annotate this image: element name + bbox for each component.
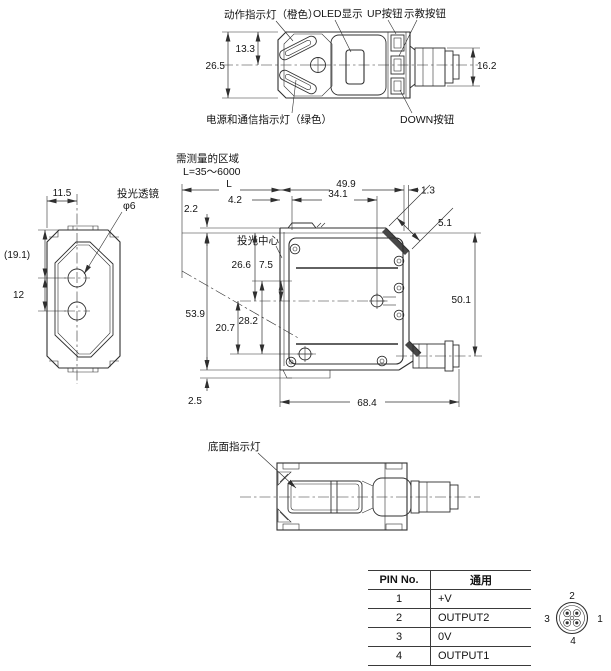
bottom-indicator-label: 底面指示灯	[208, 440, 261, 453]
pin-label-4: 4	[570, 636, 576, 647]
pin-table: PIN No. 通用 1 +V 2 OUTPUT2 3 0V 4 OUTPUT1	[368, 570, 531, 666]
dim-13-3: 13.3	[236, 44, 256, 55]
teach-button[interactable]	[390, 55, 405, 75]
power-indicator-lens	[279, 69, 317, 95]
side-view-dimensions: L 49.9 1.3 4.2 34.1 2.2 投光中心 26.6 7.5	[182, 179, 478, 409]
top-chamfer	[382, 228, 409, 255]
table-row: 4 OUTPUT1	[368, 647, 531, 666]
top-view-connector	[409, 45, 460, 89]
lens-label: 投光透镜	[117, 187, 159, 200]
pin-label-3: 3	[544, 614, 550, 625]
side-panel	[288, 237, 404, 365]
down-button[interactable]	[390, 77, 405, 95]
table-row: 3 0V	[368, 628, 531, 647]
front-view-callouts: 投光透镜 φ6	[83, 187, 159, 275]
dim-16-2: 16.2	[477, 61, 497, 72]
pin-function: OUTPUT2	[438, 612, 490, 624]
dim-7-5: 7.5	[259, 260, 273, 271]
pin-label-2: 2	[569, 591, 575, 602]
side-view: 需测量的区域 L=35～6000	[176, 152, 482, 409]
dim-34-1: 34.1	[328, 189, 348, 200]
dim-49-9: 49.9	[336, 179, 356, 190]
dim-50-1: 50.1	[452, 295, 472, 306]
pin-number: 2	[368, 609, 431, 627]
up-button[interactable]	[390, 34, 405, 52]
dim-4-2: 4.2	[228, 195, 242, 206]
dim-28-2: 28.2	[239, 316, 259, 327]
bottom-view-body	[276, 462, 408, 531]
dim-19-1: (19.1)	[4, 250, 30, 261]
bottom-view-connector	[372, 477, 459, 517]
top-view-dimensions: 26.5 13.3 16.2	[206, 31, 497, 99]
dim-11-5: 11.5	[53, 188, 72, 199]
power-indicator-label: 电源和通信指示灯（绿色）	[206, 113, 332, 126]
pin-function: 0V	[438, 631, 452, 643]
operation-indicator-label: 动作指示灯（橙色）	[224, 8, 319, 21]
pin-table-header-use: 通用	[470, 575, 492, 587]
pin-label-1: 1	[597, 614, 603, 625]
mounting-hole-icon	[297, 293, 396, 362]
lens-diameter-label: φ6	[123, 200, 136, 212]
front-view-dimensions: 11.5 (19.1) 12	[4, 188, 77, 312]
table-row: 1 +V	[368, 590, 531, 609]
side-view-body	[279, 222, 460, 379]
top-view-callouts: 动作指示灯（橙色） OLED显示 UP按钮 示教按钮 电源和通信指示灯（绿色） …	[206, 7, 455, 126]
pin-function: OUTPUT1	[438, 650, 490, 662]
emission-center-label: 投光中心	[237, 234, 279, 247]
operation-indicator-lens	[279, 35, 317, 61]
dim-26-5: 26.5	[206, 61, 226, 72]
dim-53-9: 53.9	[186, 309, 206, 320]
pin-table-header-pin: PIN No.	[368, 571, 431, 589]
side-view-connector	[412, 340, 460, 372]
dim-12: 12	[13, 290, 25, 301]
oled-label: OLED显示	[313, 8, 363, 20]
pin-number: 1	[368, 590, 431, 608]
dim-68-4: 68.4	[357, 398, 377, 409]
measuring-area-title: 需测量的区域	[176, 152, 239, 165]
bottom-view: 底面指示灯	[208, 440, 480, 531]
dim-L: L	[226, 179, 232, 190]
top-screw-icon	[310, 57, 326, 73]
connector-pin-icon	[563, 609, 581, 627]
pin-function: +V	[438, 593, 452, 605]
teach-button-label: 示教按钮	[404, 7, 446, 20]
dim-20-7: 20.7	[216, 323, 236, 334]
pin-table-header: PIN No. 通用	[368, 570, 531, 590]
dim-26-6: 26.6	[232, 260, 252, 271]
dim-2-2: 2.2	[184, 204, 198, 215]
top-face-plate	[330, 34, 387, 96]
front-view: 11.5 (19.1) 12 投光透镜 φ6	[4, 187, 159, 384]
pin-number: 3	[368, 628, 431, 646]
screw-icon	[285, 243, 405, 368]
up-button-label: UP按钮	[367, 7, 403, 20]
measuring-area-range: L=35～6000	[183, 166, 241, 178]
dim-1-3: 1.3	[421, 186, 435, 197]
front-window	[54, 241, 114, 358]
pin-number: 4	[368, 647, 431, 665]
top-view: 26.5 13.3 16.2 动作指示灯（橙色） OLED显示 UP按钮 示教按…	[206, 7, 497, 126]
bottom-indicator-window	[287, 480, 363, 514]
down-button-label: DOWN按钮	[400, 113, 455, 126]
top-view-body	[277, 31, 411, 99]
table-row: 2 OUTPUT2	[368, 609, 531, 628]
dim-5-1: 5.1	[438, 218, 452, 229]
dim-2-5: 2.5	[188, 396, 202, 407]
connector-pinout-diagram: 2 3 1 4	[544, 591, 603, 647]
oled-display	[345, 49, 365, 85]
